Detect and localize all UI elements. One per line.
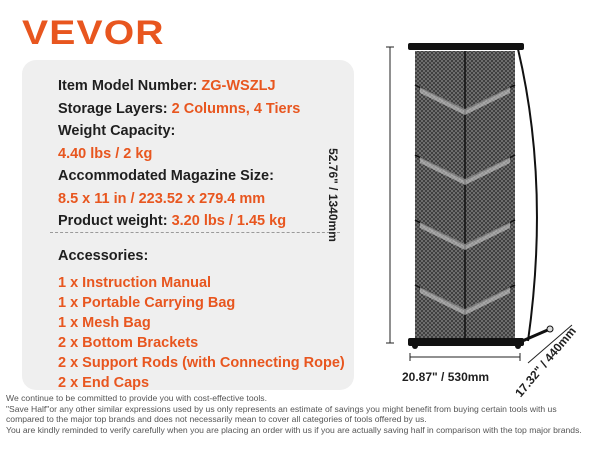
accessories-list: Accessories: 1 x Instruction Manual 1 x … [58,246,348,393]
spec-label: Item Model Number: [58,78,202,94]
spec-row-size-value: 8.5 x 11 in / 223.52 x 279.4 mm [58,188,348,211]
height-dimension-label: 52.76" / 1340mm [325,148,340,242]
bottom-bar [408,338,524,346]
depth-dimension-line [527,324,573,364]
disclaimer: We continue to be committed to provide y… [6,393,596,435]
disclaimer-line: We continue to be committed to provide y… [6,393,267,403]
spec-label: Storage Layers: [58,100,172,117]
disclaimer-line: You are kindly reminded to verify carefu… [6,424,582,435]
accessory-item: 2 x Support Rods (with Connecting Rope) [58,355,345,371]
accessory-item: 1 x Instruction Manual [58,275,212,291]
accessories-title: Accessories: [58,248,149,264]
spec-value: 8.5 x 11 in / 223.52 x 279.4 mm [58,190,266,207]
spec-row-capacity-value: 4.40 lbs / 2 kg [58,143,348,166]
accessory-item: 1 x Portable Carrying Bag [58,295,236,311]
divider [50,232,340,233]
spec-row-capacity-label: Weight Capacity: [58,120,348,143]
spec-value: ZG-WSZLJ [201,78,276,94]
disclaimer-line: "Save Half"or any other similar expressi… [6,403,557,414]
disclaimer-line: compared to the major top brands and doe… [6,414,427,424]
spec-row-weight: Product weight: 3.20 lbs / 1.45 kg [58,210,348,233]
spec-row-model: Item Model Number: ZG-WSZLJ [58,75,348,98]
accessory-item: 2 x End Caps [58,375,150,391]
spec-list: Item Model Number: ZG-WSZLJ Storage Laye… [58,75,348,233]
top-bar [408,43,524,50]
support-rod [517,48,538,342]
spec-value: 3.20 lbs / 1.45 kg [171,213,287,229]
accessory-item: 2 x Bottom Brackets [58,335,199,351]
magazine-rack-image [386,43,573,364]
spec-row-layers: Storage Layers: 2 Columns, 4 Tiers [58,98,348,121]
spec-label: Weight Capacity: [58,123,176,139]
spec-value: 4.40 lbs / 2 kg [58,145,153,162]
spec-label: Accommodated Magazine Size: [58,168,274,184]
spec-label: Product weight: [58,213,172,229]
spec-row-size-label: Accommodated Magazine Size: [58,165,348,188]
accessory-item: 1 x Mesh Bag [58,315,151,331]
brand-logo: VEVOR [22,14,165,52]
spec-panel [22,60,354,390]
width-dimension-label: 20.87" / 530mm [402,370,490,384]
spec-value: 2 Columns, 4 Tiers [171,100,301,117]
